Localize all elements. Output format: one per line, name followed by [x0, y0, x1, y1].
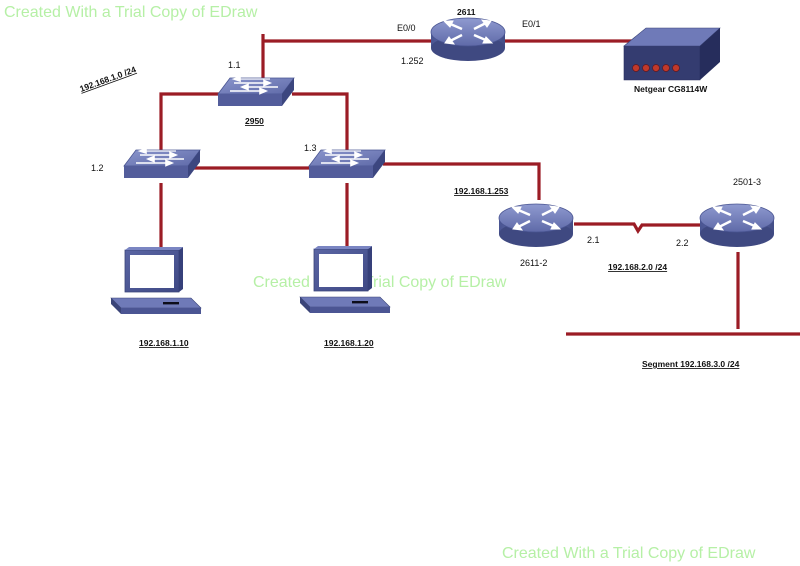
- router-2611-2-label: 2611-2: [520, 258, 547, 268]
- watermark-middle: Created With a Trial Copy of EDraw: [253, 274, 507, 291]
- router-2611-e00-label: E0/0: [397, 23, 416, 33]
- modem-label: Netgear CG8114W: [634, 84, 708, 94]
- router-2611-2-icon[interactable]: [497, 202, 575, 249]
- watermark-bottom-right: Created With a Trial Copy of EDraw: [502, 545, 756, 562]
- router-2611-label: 2611: [457, 7, 476, 17]
- router-2501-3-icon[interactable]: [698, 202, 776, 249]
- router-2611-ip-label: 1.252: [401, 56, 424, 66]
- netgear-modem-icon[interactable]: [623, 27, 721, 81]
- links: [159, 34, 800, 336]
- watermark-top-left: Created With a Trial Copy of EDraw: [4, 4, 258, 21]
- switch-2950-label: 2950: [245, 116, 264, 126]
- lan-network-label: 192.168.1.0 /24: [78, 64, 137, 94]
- pc1-ip-label: 192.168.1.10: [139, 338, 189, 348]
- link-2950-left: [159, 92, 222, 152]
- link-sw-right-r2611-2: [383, 162, 541, 200]
- link-2950-right: [292, 92, 349, 150]
- switch-left-icon[interactable]: [123, 148, 201, 179]
- router-2611-icon[interactable]: [429, 16, 507, 63]
- link-serial: [574, 222, 702, 235]
- router-2611-2-lan-ip-label: 192.168.1.253: [454, 186, 509, 196]
- router-2611-2-serial-ip-label: 2.1: [587, 235, 600, 245]
- router-2501-3-serial-ip-label: 2.2: [676, 238, 689, 248]
- router-2611-e01-label: E0/1: [522, 19, 541, 29]
- switch-left-ip-label: 1.2: [91, 163, 104, 173]
- switch-right-icon[interactable]: [308, 148, 386, 179]
- serial-network-label: 192.168.2.0 /24: [608, 262, 667, 272]
- switch-2950-icon[interactable]: [217, 76, 295, 107]
- switch-2950-ip-label: 1.1: [228, 60, 241, 70]
- switch-right-ip-label: 1.3: [304, 143, 317, 153]
- pc1-icon[interactable]: [110, 246, 202, 315]
- pc2-ip-label: 192.168.1.20: [324, 338, 374, 348]
- router-2501-3-label: 2501-3: [733, 177, 761, 187]
- segment-network-label: Segment 192.168.3.0 /24: [642, 359, 740, 369]
